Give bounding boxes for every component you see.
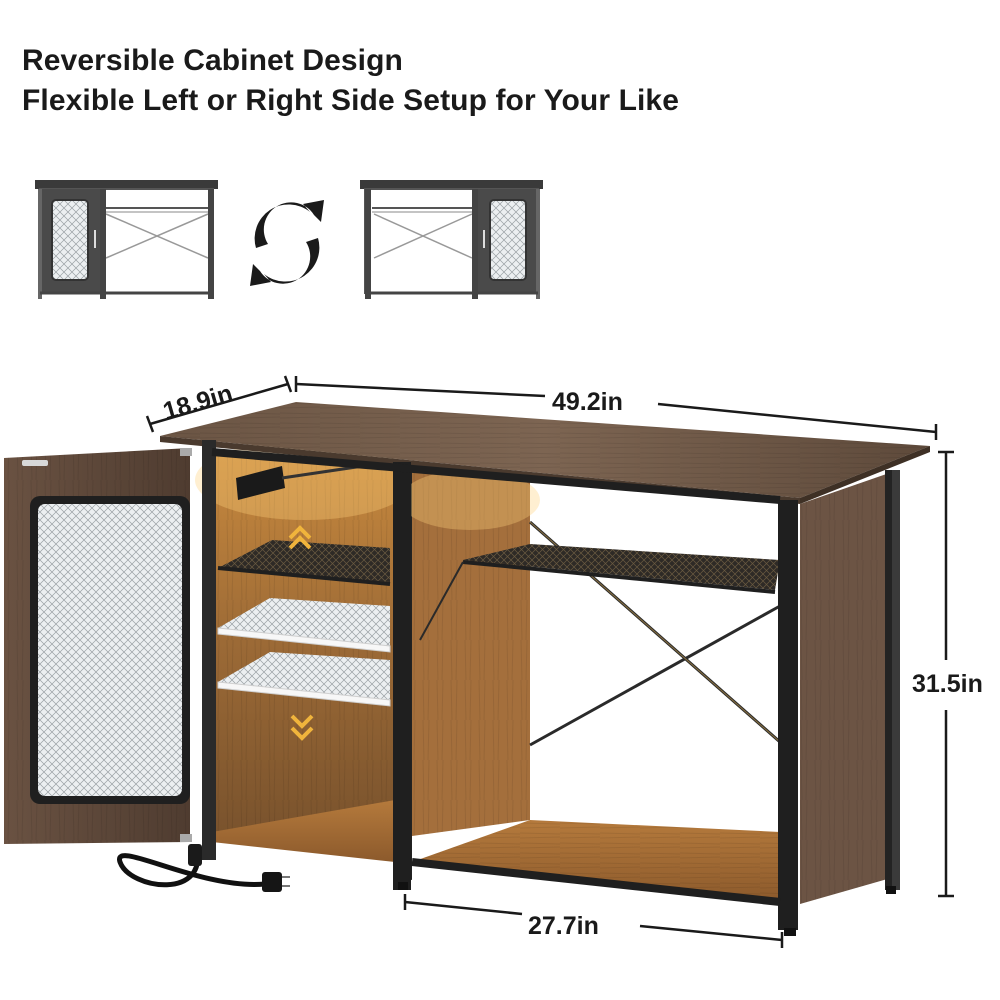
dimension-lines [145,375,954,948]
cabinet-right-config-icon [360,180,543,299]
open-width-dimension-label: 27.7in [528,912,599,940]
depth-dimension-label: 18.9in [160,379,236,425]
headline-line-1: Reversible Cabinet Design [22,44,403,77]
height-dimension-label: 31.5in [912,670,983,698]
width-dimension-label: 49.2in [552,388,623,416]
swap-arrows-icon [250,200,324,286]
cabinet-main-illustration [4,402,930,936]
headline-line-2: Flexible Left or Right Side Setup for Yo… [22,84,679,117]
cabinet-left-config-icon [35,180,218,299]
